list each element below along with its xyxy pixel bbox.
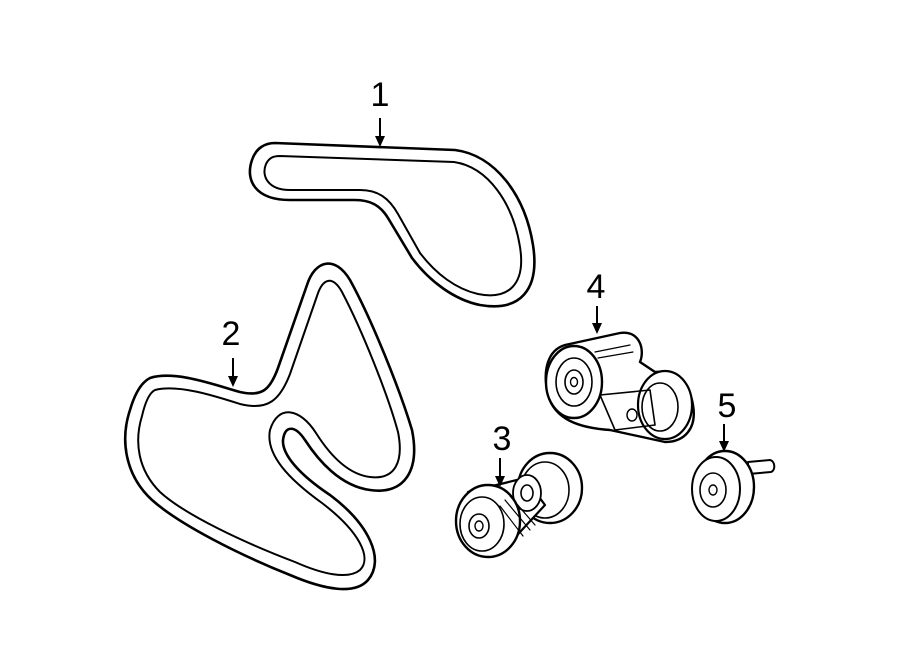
part-1-belt[interactable] xyxy=(248,141,536,308)
callout-1-label: 1 xyxy=(371,76,390,114)
part-3-tensioner-pulley[interactable] xyxy=(454,451,584,559)
callout-3-arrow xyxy=(495,458,505,487)
callout-4-arrow xyxy=(592,306,602,334)
callout-4-label: 4 xyxy=(587,268,606,306)
part-4-tensioner-assembly[interactable] xyxy=(544,331,695,444)
callout-2-label: 2 xyxy=(222,315,241,353)
callout-5-label: 5 xyxy=(718,387,737,425)
callout-3-label: 3 xyxy=(493,420,512,458)
part-5-idler-pulley[interactable] xyxy=(691,449,776,525)
callout-2-arrow xyxy=(228,358,238,387)
callout-1-arrow xyxy=(375,118,385,147)
part-2-belt[interactable] xyxy=(124,262,416,591)
callout-5-arrow xyxy=(719,424,729,452)
